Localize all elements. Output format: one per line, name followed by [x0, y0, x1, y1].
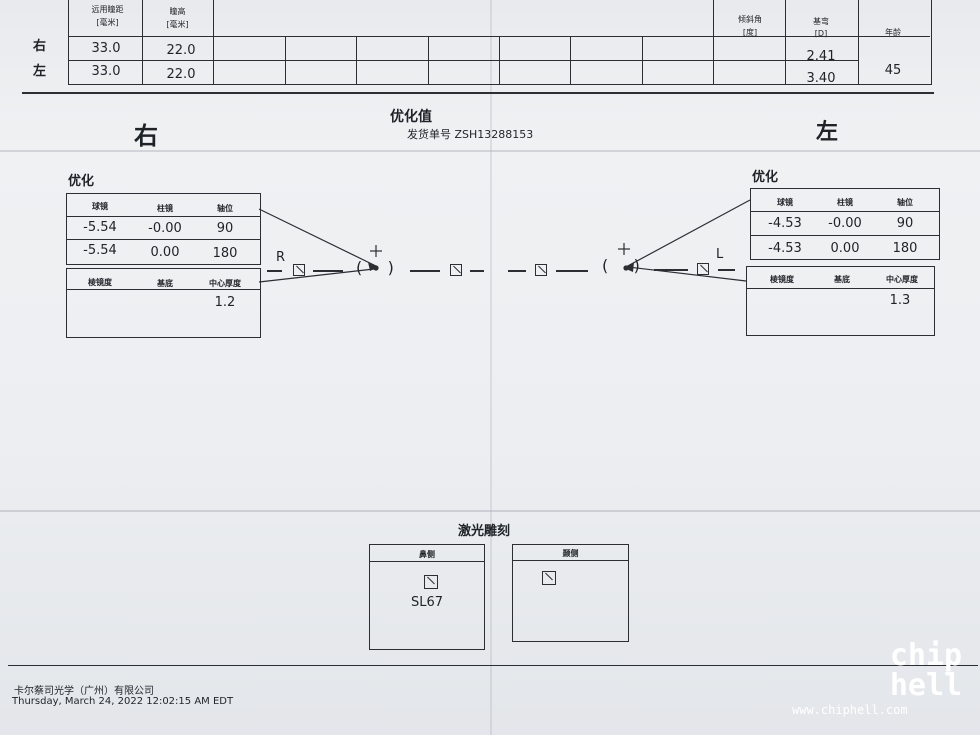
optimized-values-title: 优化值: [390, 109, 432, 125]
row-left-label: 左: [33, 64, 47, 79]
left-thickness-value: 1.3: [889, 293, 911, 308]
left-height-value: 22.0: [166, 67, 196, 82]
company-name: 卡尔蔡司光学（广州）有限公司: [14, 686, 154, 697]
divider-line: [22, 92, 934, 94]
temporal-box: [512, 544, 629, 642]
left-pd-value: 33.0: [91, 64, 121, 79]
right-lens-bracket: ( ): [356, 258, 394, 277]
left-sphere-1: -4.53: [768, 216, 802, 231]
dash: [470, 270, 484, 272]
right-base-header: 基底: [157, 279, 173, 288]
paper-fold: [0, 510, 980, 512]
base-unit: [D]: [814, 29, 828, 38]
row-right-label: 右: [33, 39, 47, 54]
engrave-mark-icon: [293, 264, 305, 276]
right-cylinder-2: 0.00: [150, 245, 180, 260]
dash: [718, 269, 735, 271]
left-thickness-header: 中心厚度: [886, 275, 918, 284]
nasal-box: [369, 544, 485, 650]
dash: [410, 270, 440, 272]
far-pd-header: 远用瞳距: [91, 5, 124, 14]
left-base-header: 基底: [834, 275, 850, 284]
left-sphere-2: -4.53: [768, 241, 802, 256]
paper-fold: [490, 0, 492, 735]
chiphell-watermark: chip hell www.chiphell.com: [792, 638, 968, 718]
right-axis-2: 180: [212, 246, 238, 261]
left-cylinder-header: 柱镜: [837, 198, 853, 207]
right-eye-letter: R: [276, 250, 286, 265]
temporal-label: 颞侧: [562, 549, 579, 558]
right-optical-center: [373, 265, 379, 271]
dash: [556, 270, 588, 272]
dash: [654, 269, 688, 271]
left-panel-title: 优化: [752, 170, 779, 185]
right-cylinder-header: 柱镜: [157, 204, 173, 213]
right-thickness-header: 中心厚度: [209, 279, 241, 288]
right-cylinder-1: -0.00: [148, 221, 182, 236]
fitting-height-header: 瞳高: [169, 7, 186, 16]
right-eye-heading: 右: [134, 122, 158, 150]
engrave-mark-icon: [697, 263, 709, 275]
right-base-value: 2.41: [806, 49, 836, 64]
pointer-line: [258, 208, 379, 268]
tilt-header: 倾斜角: [738, 15, 762, 24]
print-timestamp: Thursday, March 24, 2022 12:02:15 AM EDT: [12, 696, 234, 707]
engrave-mark-icon: [535, 264, 547, 276]
base-header: 基弯: [813, 17, 829, 26]
left-prism-table: [746, 266, 935, 336]
age-value: 45: [884, 63, 902, 78]
far-pd-unit: [毫米]: [96, 18, 119, 27]
left-prism-header: 棱镜度: [770, 275, 794, 284]
left-cylinder-1: -0.00: [828, 216, 862, 231]
pointer-line: [627, 266, 747, 282]
watermark-url: www.chiphell.com: [792, 703, 908, 717]
nasal-engraving-text: SL67: [410, 595, 444, 610]
right-panel-title: 优化: [68, 174, 95, 189]
right-prism-header: 棱镜度: [88, 278, 112, 287]
left-axis-2: 180: [892, 241, 918, 256]
left-eye-heading: 左: [816, 120, 839, 145]
right-sphere-1: -5.54: [83, 220, 117, 235]
engrave-mark-icon: [450, 264, 462, 276]
left-rx-table: [750, 188, 940, 260]
right-axis-header: 轴位: [217, 204, 233, 213]
dash: [508, 270, 526, 272]
left-axis-1: 90: [896, 216, 914, 231]
footer-divider: [8, 665, 978, 667]
right-sphere-header: 球镜: [92, 202, 108, 211]
engraving-title: 激光雕刻: [458, 524, 511, 539]
left-sphere-header: 球镜: [777, 198, 793, 207]
left-optical-center: [623, 265, 629, 271]
left-lens-bracket: ( ): [602, 256, 640, 275]
fitting-height-unit: [毫米]: [166, 20, 189, 29]
pointer-line: [623, 199, 751, 269]
dash: [267, 270, 282, 272]
tilt-unit: [度]: [742, 28, 758, 37]
nasal-engrave-icon: [424, 575, 438, 589]
temporal-engrave-icon: [542, 571, 556, 585]
dash: [313, 270, 343, 272]
watermark-logo: chip hell: [889, 638, 963, 703]
left-base-value: 3.40: [806, 71, 836, 86]
right-axis-1: 90: [216, 221, 234, 236]
paper-fold: [0, 150, 980, 152]
left-eye-letter: L: [716, 247, 724, 262]
right-prism-table: [66, 268, 261, 338]
pointer-line: [258, 268, 375, 283]
right-thickness-value: 1.2: [214, 295, 236, 310]
right-sphere-2: -5.54: [83, 243, 117, 258]
nasal-label: 鼻侧: [419, 550, 435, 559]
right-height-value: 22.0: [166, 43, 196, 58]
age-header: 年龄: [885, 28, 901, 37]
left-axis-header: 轴位: [897, 198, 913, 207]
right-pd-value: 33.0: [91, 41, 121, 56]
right-rx-table: [66, 193, 261, 265]
left-cylinder-2: 0.00: [830, 241, 860, 256]
order-number: 发货单号 ZSH13288153: [407, 128, 534, 141]
